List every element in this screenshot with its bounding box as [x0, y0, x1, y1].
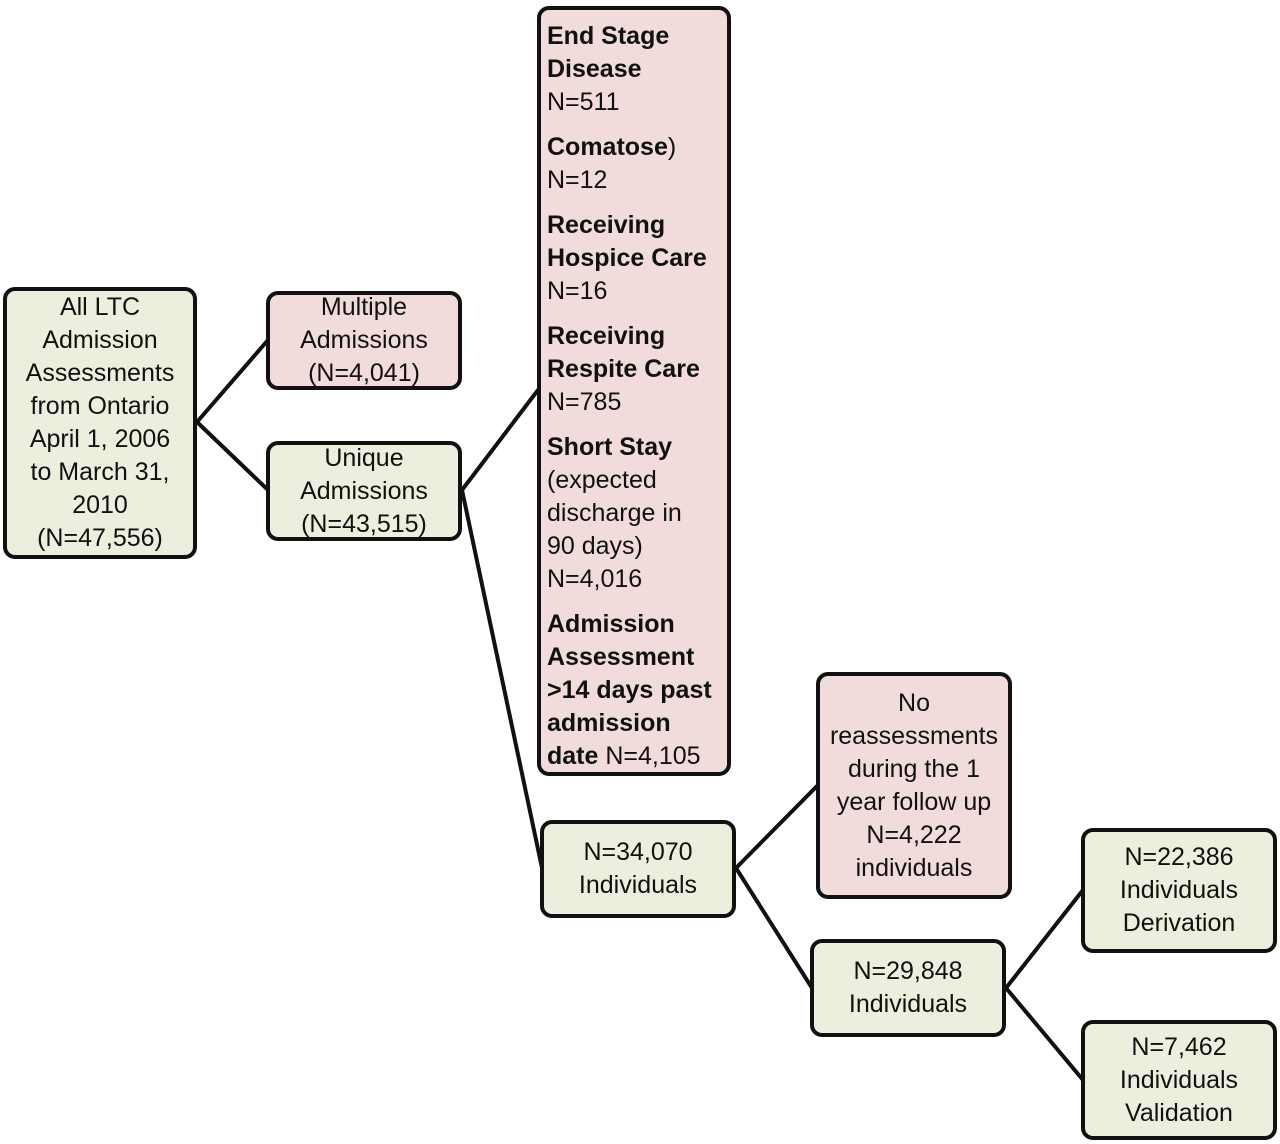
exclusion-detail: (expected [547, 466, 657, 494]
box-line: N=29,848 [853, 957, 963, 985]
box-line: 2010 [72, 491, 128, 519]
connector-all-to-unique [195, 420, 270, 492]
exclusion-label: Assessment [547, 643, 695, 671]
exclusion-short-stay: Short Stay (expected discharge in 90 day… [547, 431, 682, 596]
exclusion-detail: discharge in [547, 499, 682, 527]
box-line: to March 31, [30, 458, 170, 486]
box-line: N=4,222 [866, 820, 962, 849]
exclusion-label: Disease [547, 55, 642, 83]
box-line: (N=43,515) [301, 509, 427, 538]
exclusion-comatose: Comatose) N=12 [547, 131, 676, 197]
box-line: Assessments [25, 359, 175, 387]
exclusion-label-suffix: ) [667, 133, 677, 161]
exclusion-last-line: date N=4,105 [547, 740, 712, 773]
connector-unique-to-exclusions [460, 388, 540, 492]
unique-admissions-box: Unique Admissions (N=43,515) [266, 441, 462, 541]
exclusion-label: Comatose [547, 133, 668, 161]
exclusion-count: N=12 [547, 166, 608, 194]
all-ltc-admissions-box: All LTC Admission Assessments from Ontar… [3, 287, 197, 559]
connector-34070-to-29848 [734, 866, 814, 990]
exclusion-detail: 90 days) [547, 532, 643, 560]
connector-unique-to-34070 [460, 488, 544, 870]
box-line: N=7,462 [1131, 1032, 1227, 1061]
exclusion-end-stage-disease: End Stage Disease N=511 [547, 20, 669, 119]
box-line: Validation [1125, 1098, 1233, 1127]
exclusion-label: Hospice Care [547, 244, 707, 272]
individuals-34070-box: N=34,070 Individuals [540, 820, 736, 918]
box-line: N=22,386 [1124, 843, 1234, 871]
box-line: during the 1 [847, 754, 981, 783]
exclusion-label: admission [547, 709, 671, 737]
box-line: individuals [855, 853, 973, 882]
box-line: year follow up [836, 787, 992, 816]
connector-34070-to-no-reassess [734, 783, 820, 870]
box-line: Admissions [300, 326, 428, 354]
exclusions-box: End Stage Disease N=511 Comatose) N=12 R… [537, 6, 731, 776]
box-line: Individuals [578, 871, 698, 899]
connector-29848-to-validation [1004, 986, 1085, 1082]
box-line: N=34,070 [583, 838, 693, 866]
box-line: Unique [324, 443, 404, 472]
box-line: Derivation [1122, 909, 1236, 937]
box-line: Admission [42, 326, 158, 354]
box-line: Individuals [1119, 1065, 1239, 1094]
validation-box: N=7,462 Individuals Validation [1081, 1020, 1277, 1140]
individuals-29848-box: N=29,848 Individuals [810, 939, 1006, 1037]
exclusion-label: Short Stay [547, 433, 673, 461]
box-line: (N=4,041) [308, 359, 420, 387]
exclusion-count: N=511 [547, 88, 620, 116]
no-reassessments-box: No reassessments during the 1 year follo… [816, 672, 1012, 899]
exclusion-respite-care: Receiving Respite Care N=785 [547, 320, 700, 419]
exclusion-count: N=4,105 [605, 742, 701, 770]
connector-all-to-multiple [195, 338, 270, 424]
box-line: (N=47,556) [37, 524, 163, 552]
exclusion-hospice-care: Receiving Hospice Care N=16 [547, 209, 707, 308]
exclusion-count: N=16 [547, 277, 608, 305]
box-line: from Ontario [30, 392, 170, 420]
connector-29848-to-derivation [1004, 888, 1085, 990]
exclusion-label: Admission [547, 610, 675, 638]
box-line: All LTC [59, 293, 141, 321]
box-line: No [898, 688, 930, 717]
box-line: Multiple [320, 293, 408, 321]
box-line: reassessments [829, 721, 999, 750]
exclusion-late-assessment: Admission Assessment >14 days past admis… [547, 608, 712, 773]
exclusion-label: Respite Care [547, 355, 700, 383]
exclusion-count: N=4,016 [547, 565, 643, 593]
box-line: April 1, 2006 [29, 425, 171, 453]
box-line: Individuals [848, 990, 968, 1018]
derivation-box: N=22,386 Individuals Derivation [1081, 828, 1277, 953]
multiple-admissions-box: Multiple Admissions (N=4,041) [266, 291, 462, 390]
exclusion-label: Receiving [547, 322, 666, 350]
exclusion-label-line: Comatose) [547, 131, 676, 164]
box-line: Individuals [1119, 876, 1239, 904]
exclusion-count: N=785 [547, 388, 622, 416]
exclusion-label: End Stage [547, 22, 670, 50]
box-line: Admissions [300, 476, 428, 505]
exclusion-label: Receiving [547, 211, 666, 239]
exclusion-label: >14 days past [547, 676, 712, 704]
exclusion-label: date [547, 742, 606, 770]
